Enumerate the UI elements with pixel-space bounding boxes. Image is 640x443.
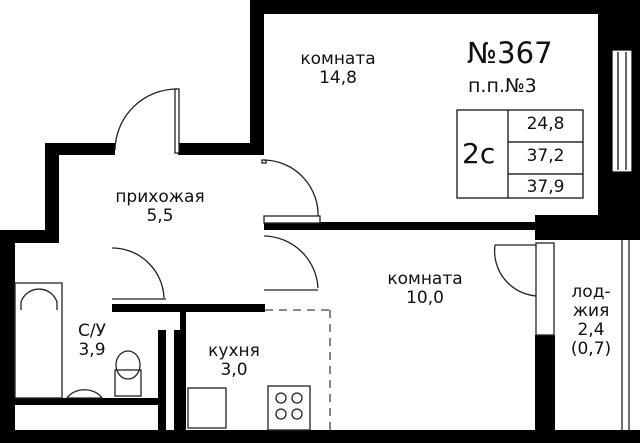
fixtures bbox=[14, 282, 311, 431]
loggia-rail bbox=[621, 240, 630, 430]
total-area-with-loggia: 37,9 bbox=[526, 177, 565, 197]
toilet-tank bbox=[114, 369, 142, 397]
living-area: 24,8 bbox=[526, 114, 565, 134]
kitchen-sink bbox=[187, 387, 227, 429]
washbasin bbox=[65, 389, 104, 399]
apartment-type: 2с bbox=[462, 137, 496, 170]
stove bbox=[267, 385, 311, 431]
kitchen-boundary bbox=[265, 309, 331, 430]
bathtub bbox=[14, 282, 63, 399]
window-right bbox=[611, 49, 633, 173]
apartment-number: №367 bbox=[467, 36, 553, 70]
doors bbox=[111, 88, 555, 336]
info-table bbox=[456, 109, 584, 199]
total-area: 37,2 bbox=[526, 146, 565, 166]
toilet-bowl bbox=[115, 350, 141, 380]
floor-plan-number: п.п.№3 bbox=[468, 75, 537, 97]
